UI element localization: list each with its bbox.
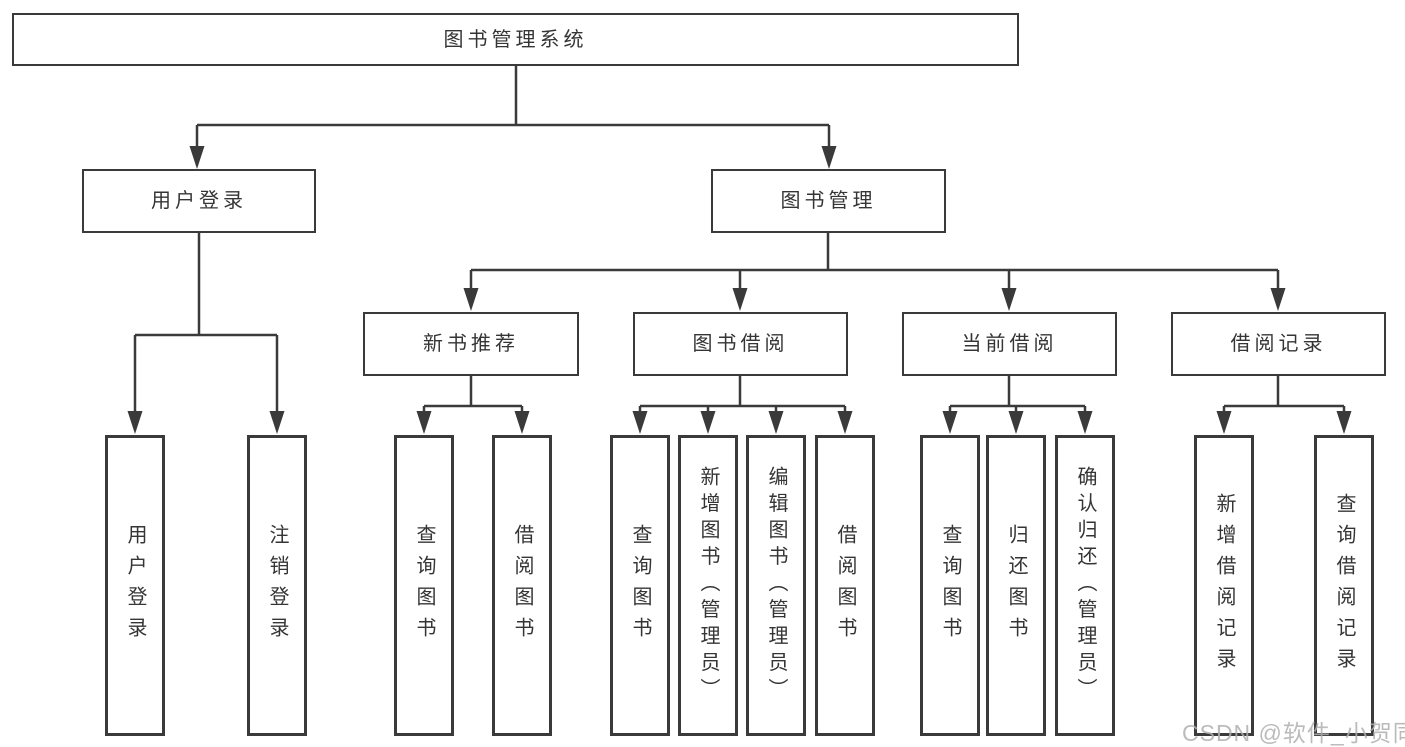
node-book-management-label: 图书管理 bbox=[780, 190, 877, 212]
node-borrow-records: 借阅记录 bbox=[1171, 312, 1386, 376]
csdn-watermark: CSDN @软件_小贺同学 bbox=[1182, 720, 1405, 746]
node-book-management: 图书管理 bbox=[711, 169, 946, 233]
leaf-edit-books-admin: 编辑图书（管理员） bbox=[746, 435, 806, 736]
node-current-borrowing: 当前借阅 bbox=[902, 312, 1117, 376]
leaf-borrow-books-borrowing: 借阅图书 bbox=[815, 435, 875, 736]
leaf-add-books-admin: 新增图书（管理员） bbox=[678, 435, 738, 736]
node-root-label: 图书管理系统 bbox=[443, 28, 588, 51]
leaf-user-login: 用户登录 bbox=[105, 435, 165, 736]
node-user-login-label: 用户登录 bbox=[151, 190, 247, 212]
node-root-system: 图书管理系统 bbox=[12, 13, 1019, 66]
leaf-logout: 注销登录 bbox=[247, 435, 307, 736]
leaf-query-books-borrowing: 查询图书 bbox=[610, 435, 670, 736]
arrowheads bbox=[127, 146, 1352, 434]
leaf-confirm-return-admin: 确认归还（管理员） bbox=[1055, 435, 1115, 736]
leaf-query-borrow-record: 查询借阅记录 bbox=[1314, 435, 1374, 736]
leaf-query-books-current: 查询图书 bbox=[920, 435, 980, 736]
leaf-return-books: 归还图书 bbox=[986, 435, 1046, 736]
node-book-borrowing: 图书借阅 bbox=[633, 312, 848, 376]
leaf-query-books-recommend: 查询图书 bbox=[394, 435, 454, 736]
leaf-add-borrow-record: 新增借阅记录 bbox=[1194, 435, 1254, 736]
node-new-book-recommend: 新书推荐 bbox=[363, 312, 579, 376]
leaf-borrow-books-recommend: 借阅图书 bbox=[492, 435, 552, 736]
node-user-login: 用户登录 bbox=[82, 169, 316, 233]
